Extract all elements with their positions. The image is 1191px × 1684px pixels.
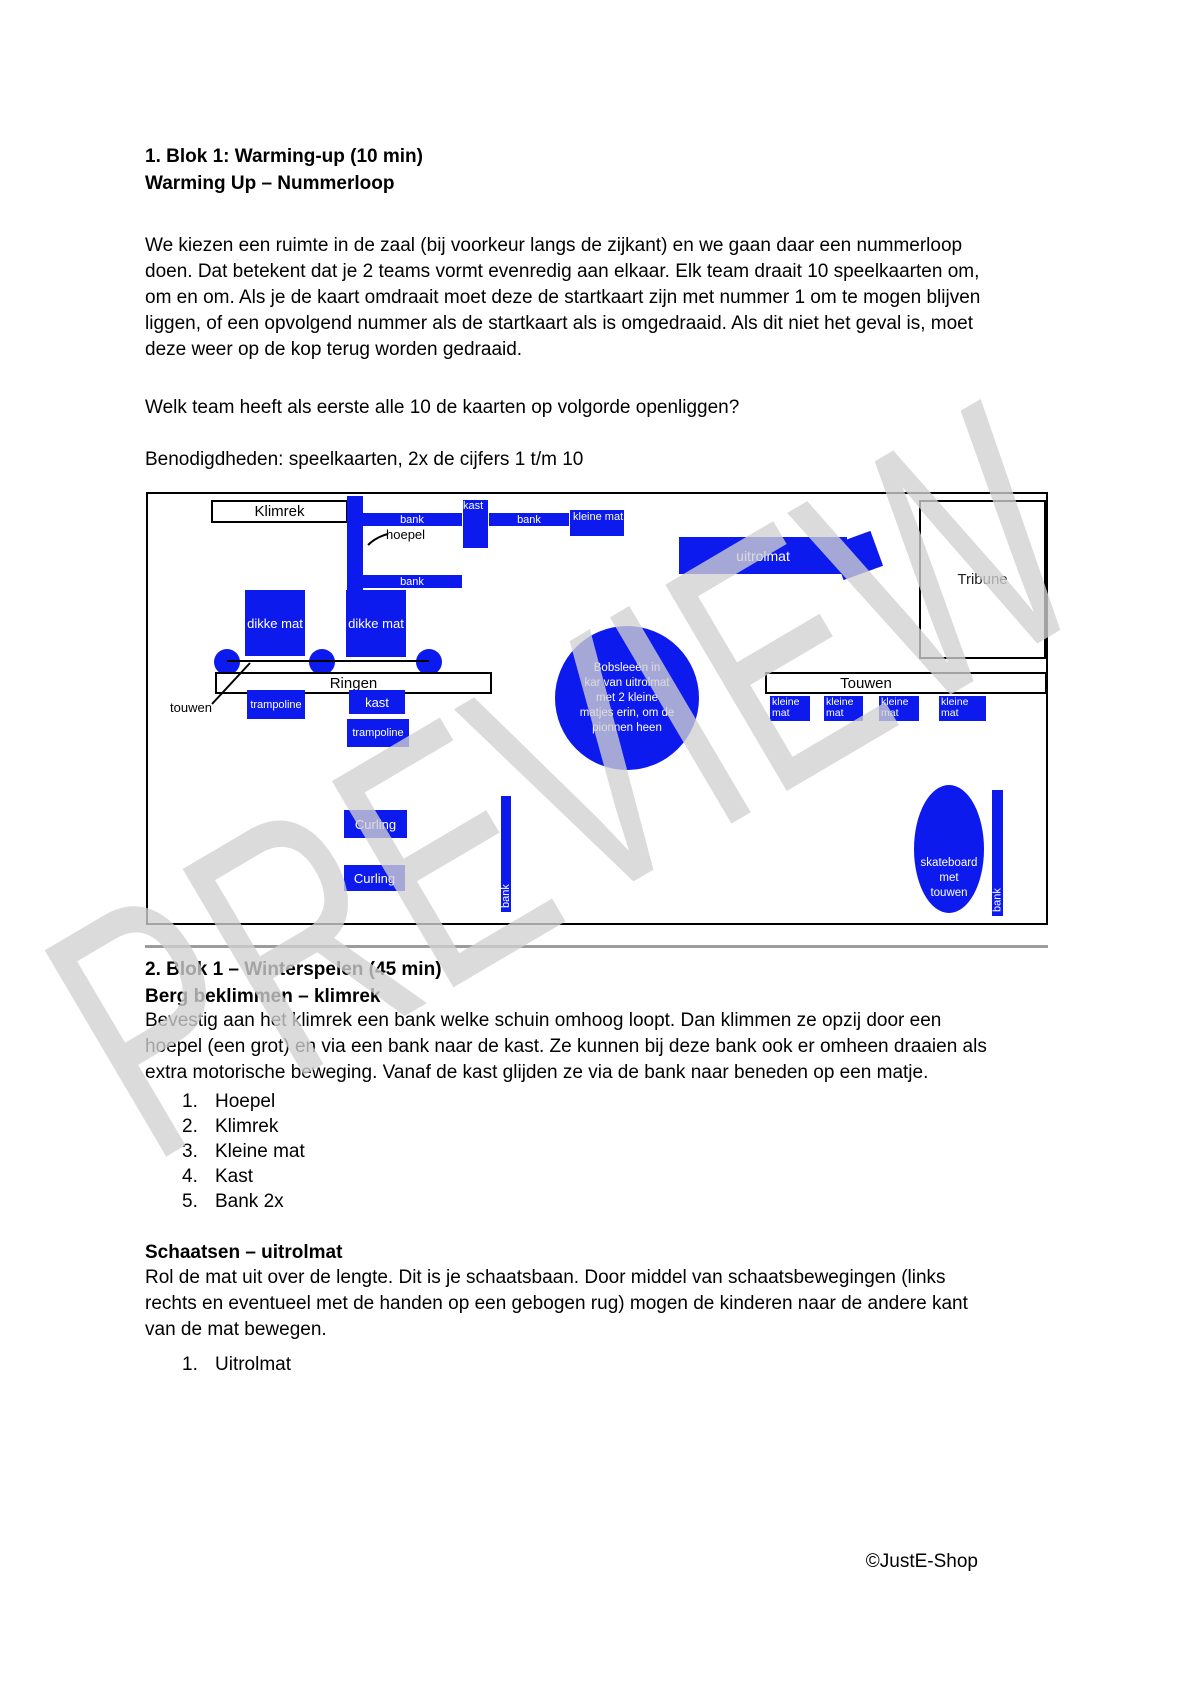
paragraph-line: deze weer op de kop terug worden gedraai… [145, 339, 523, 360]
section1-question: Welk team heeft als eerste alle 10 de ka… [145, 397, 740, 418]
list-number: 4. [182, 1166, 198, 1187]
section1-paragraph: We kiezen een ruimte in de zaal (bij voo… [145, 233, 980, 363]
uitrolmat-equipment: uitrolmat [679, 537, 847, 574]
kleine-mat-equipment: kleine mat [824, 696, 863, 721]
paragraph-line: rechts en eventueel met de handen op een… [145, 1293, 968, 1314]
trampoline-equipment: trampoline [247, 690, 305, 719]
bobslee-text-line: matjes erin, om de [579, 706, 675, 719]
section1-heading: 1. Blok 1: Warming-up (10 min) Warming U… [145, 143, 423, 197]
section3-equipment-list: 1. Uitrolmat [182, 1352, 291, 1377]
kleine-mat-equipment: kleine mat [570, 510, 624, 536]
skateboard-activity-ellipse: skateboard met touwen [914, 785, 984, 913]
paragraph-line: Bevestig aan het klimrek een bank welke … [145, 1010, 942, 1031]
bobslee-activity-circle: Bobsleeën in kar van uitrolmat met 2 kle… [555, 626, 699, 770]
list-number: 1. [182, 1354, 198, 1375]
curling-station: Curling [344, 865, 405, 891]
touwen-box-label: Touwen [840, 674, 892, 692]
ringen-box: Ringen [215, 672, 492, 694]
section1-heading-line2: Warming Up – Nummerloop [145, 173, 395, 194]
curling-station: Curling [344, 810, 407, 838]
section-divider [145, 945, 1048, 948]
section1-materials: Benodigdheden: speelkaarten, 2x de cijfe… [145, 449, 584, 470]
paragraph-line: om en om. Als je de kaart omdraait moet … [145, 287, 981, 308]
section2-equipment-list: 1. Hoepel 2. Klimrek 3. Kleine mat 4. Ka… [182, 1089, 305, 1214]
list-number: 1. [182, 1091, 198, 1112]
klimrek-box: Klimrek [211, 500, 348, 523]
list-item: 1. Uitrolmat [182, 1352, 291, 1377]
dikke-mat-equipment: dikke mat [245, 590, 305, 656]
list-item: 3. Kleine mat [182, 1139, 305, 1164]
paragraph-line: We kiezen een ruimte in de zaal (bij voo… [145, 235, 963, 256]
bank-equipment: bank [362, 575, 462, 588]
paragraph-line: extra motorische beweging. Vanaf de kast… [145, 1062, 929, 1083]
bobslee-text-line: Bobsleeën in [593, 661, 661, 674]
kleine-mat-equipment: kleine mat [879, 696, 919, 721]
skateboard-text-line: met [939, 872, 959, 884]
list-label: Hoepel [215, 1091, 276, 1112]
kast-equipment: kast [349, 690, 405, 714]
list-number: 3. [182, 1141, 198, 1162]
bobslee-text-line: met 2 kleine [595, 691, 658, 704]
list-item: 2. Klimrek [182, 1114, 305, 1139]
section3-paragraph: Rol de mat uit over de lengte. Dit is je… [145, 1265, 968, 1343]
bobslee-text-line: pionnen heen [592, 721, 662, 734]
list-label: Kleine mat [215, 1141, 305, 1162]
paragraph-line: doen. Dat betekent dat je 2 teams vormt … [145, 261, 980, 282]
section2-heading-line2: Berg beklimmen – klimrek [145, 986, 381, 1007]
list-label: Uitrolmat [215, 1354, 292, 1375]
skateboard-text-line: skateboard [920, 857, 978, 869]
trampoline-equipment: trampoline [347, 719, 409, 747]
ring-circle [309, 649, 335, 675]
bank-equipment-vertical: bank [500, 796, 512, 912]
ringen-label: Ringen [329, 674, 378, 692]
list-number: 5. [182, 1191, 198, 1212]
footer-copyright: ©JustE-Shop [865, 1551, 978, 1572]
dikke-mat-equipment: dikke mat [346, 590, 406, 657]
bank-equipment: bank [489, 513, 569, 526]
list-label: Klimrek [215, 1116, 279, 1137]
hoepel-pointer-line [367, 533, 389, 546]
paragraph-line: Rol de mat uit over de lengte. Dit is je… [145, 1267, 946, 1288]
hoepel-label: hoepel [386, 527, 426, 542]
touwen-box: Touwen [765, 672, 1047, 694]
paragraph-line: liggen, of een opvolgend nummer als de s… [145, 313, 974, 334]
gym-hall-diagram: Klimrek bank kast bank kleine mat hoepel… [146, 492, 1048, 925]
kleine-mat-equipment: kleine mat [770, 696, 810, 721]
touwen-label: touwen [170, 700, 212, 715]
kast-equipment: kast [463, 500, 488, 548]
section2-heading: 2. Blok 1 – Winterspelen (45 min) Berg b… [145, 956, 442, 1010]
tribune-box: Tribune [919, 500, 1046, 659]
list-item: 1. Hoepel [182, 1089, 305, 1114]
section2-paragraph: Bevestig aan het klimrek een bank welke … [145, 1008, 987, 1086]
kleine-mat-equipment: kleine mat [939, 696, 986, 721]
skateboard-text-line: touwen [930, 887, 968, 899]
list-item: 4. Kast [182, 1164, 305, 1189]
klimrek-label: Klimrek [254, 503, 305, 520]
section1-heading-line1: 1. Blok 1: Warming-up (10 min) [145, 146, 423, 167]
klimrek-bar [347, 496, 363, 590]
list-label: Bank 2x [215, 1191, 284, 1212]
bank-equipment: bank [362, 513, 462, 526]
tribune-label: Tribune [957, 571, 1008, 588]
list-label: Kast [215, 1166, 254, 1187]
ring-circle [416, 649, 442, 675]
section2-heading-line1: 2. Blok 1 – Winterspelen (45 min) [145, 959, 442, 980]
bobslee-text-line: kar van uitrolmat [584, 676, 670, 689]
paragraph-line: hoepel (een grot) en via een bank naar d… [145, 1036, 987, 1057]
bank-equipment-vertical: bank [992, 790, 1004, 916]
section3-heading: Schaatsen – uitrolmat [145, 1242, 343, 1263]
list-number: 2. [182, 1116, 198, 1137]
list-item: 5. Bank 2x [182, 1189, 305, 1214]
paragraph-line: van de mat bewegen. [145, 1319, 327, 1340]
